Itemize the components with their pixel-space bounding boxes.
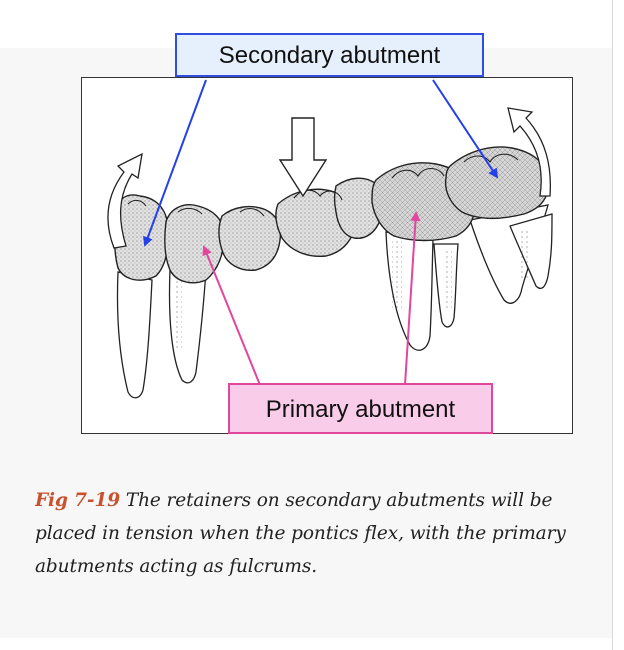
right-secondary-retainer bbox=[444, 146, 549, 219]
figure-caption: Fig 7-19 The retainers on secondary abut… bbox=[35, 484, 620, 583]
tension-arrows bbox=[107, 107, 552, 249]
caption-line-2: placed in tension when the pontics flex,… bbox=[35, 523, 566, 544]
secondary-arrow-left bbox=[143, 79, 207, 247]
caption-text-1: The retainers on secondary abutments wil… bbox=[120, 490, 553, 511]
secondary-abutment-label: Secondary abutment bbox=[175, 33, 484, 77]
label-arrows bbox=[143, 79, 499, 386]
caption-line-1: Fig 7-19 The retainers on secondary abut… bbox=[35, 484, 620, 517]
secondary-arrow-right bbox=[432, 79, 499, 179]
left-tension-arrow bbox=[107, 152, 143, 249]
pontic-3 bbox=[333, 177, 384, 239]
scrollbar-edge[interactable] bbox=[612, 0, 613, 650]
right-tension-arrow bbox=[507, 107, 552, 197]
root-stippling bbox=[174, 230, 530, 350]
bridge-crowns bbox=[113, 146, 549, 284]
primary-abutment-label: Primary abutment bbox=[228, 383, 493, 434]
primary-arrow-left bbox=[202, 245, 261, 386]
primary-arrow-right bbox=[404, 211, 421, 386]
pontic-1 bbox=[218, 205, 282, 271]
left-primary-retainer bbox=[164, 204, 225, 284]
occlusal-load-arrow bbox=[278, 117, 328, 198]
figure-number: Fig 7-19 bbox=[35, 490, 121, 511]
caption-line-3: abutments acting as fulcrums. bbox=[35, 556, 318, 577]
